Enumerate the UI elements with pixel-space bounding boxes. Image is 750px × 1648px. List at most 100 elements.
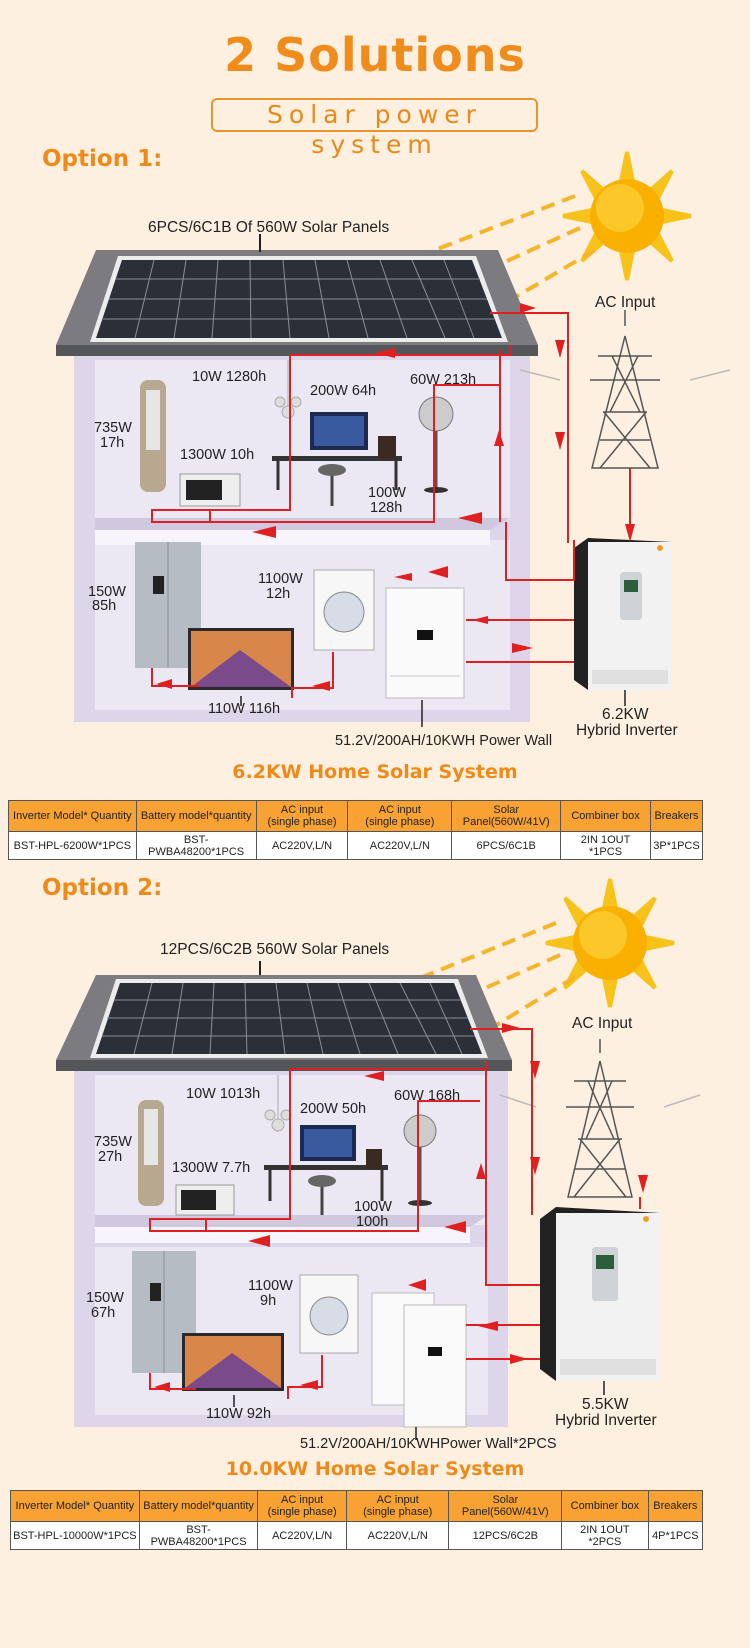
ac-input-label: AC Input [572,1015,633,1032]
aircon-tower-icon [138,1100,164,1206]
power-wall-battery [371,1292,467,1428]
table-cell: BST-HPL-6200W*1PCS [8,831,137,860]
table-cell: AC220V,L/N [257,1521,347,1550]
table-header-row: Inverter Model* Quantity Battery model*q… [8,800,704,832]
option-1-title: Option 1: [42,146,163,172]
washing-machine-icon [299,1274,359,1354]
speaker-power-label: 100W [354,1199,392,1215]
table-header-row: Inverter Model* Quantity Battery model*q… [10,1490,704,1522]
table-cell: AC220V,L/N [347,831,453,860]
table-header: Combiner box [561,1490,649,1522]
system-title-2: 10.0KW Home Solar System [225,1458,525,1480]
desk-computer-icon [264,1125,388,1215]
table-header: AC input(single phase) [255,800,349,832]
table-header: AC input(single phase) [345,1490,450,1522]
option-1-illustration [56,151,731,727]
aircon-power-label: 735W [94,1134,132,1150]
table-cell: 6PCS/6C1B [451,831,562,860]
inverter-name-label: Hybrid Inverter [576,722,678,739]
table-header: Solar Panel(560W/41V) [448,1490,563,1522]
microwave-label: 1300W 7.7h [172,1160,251,1176]
microwave-icon [175,1184,235,1216]
table-cell: 12PCS/6C2B [448,1521,563,1550]
speaker-hours-label: 128h [370,500,403,516]
inverter-power-label: 6.2KW [602,706,649,723]
inverter-name-label: Hybrid Inverter [555,1412,657,1429]
speaker-power-label: 100W [368,485,406,501]
table-row: BST-HPL-10000W*1PCS BST-PWBA48200*1PCS A… [10,1521,704,1550]
microwave-label: 1300W 10h [180,447,255,463]
hybrid-inverter-device [574,538,672,690]
sun-icon [562,151,692,281]
table-cell: AC220V,L/N [255,831,349,860]
fridge-hours-label: 85h [92,598,117,614]
washer-power-label: 1100W [258,571,303,587]
option-2-scene: 12PCS/6C2B 560W Solar Panels AC Input 10… [0,875,750,1455]
washer-hours-label: 9h [260,1293,277,1309]
page-title: 2 Solutions [224,28,526,82]
table-header: Solar Panel(560W/41V) [451,800,562,832]
option-2-illustration [56,878,701,1440]
table-cell: 2IN 1OUT *1PCS [560,831,651,860]
table-header: Battery model*quantity [138,1490,259,1522]
tv-label: 110W 116h [208,701,281,717]
ceiling-lamp-icon [264,1075,292,1132]
speaker-hours-label: 100h [356,1214,389,1230]
microwave-icon [179,473,241,507]
aircon-hours-label: 27h [98,1149,123,1165]
computer-label: 200W 64h [310,383,377,399]
computer-label: 200W 50h [300,1101,367,1117]
subtitle-box: Solar power system [211,98,538,159]
tv-icon [182,1333,284,1391]
solar-panel-array [90,256,508,342]
table-cell: BST-PWBA48200*1PCS [138,1521,259,1550]
fridge-power-label: 150W [88,584,126,600]
tv-icon [188,628,294,690]
power-tower-icon [499,1039,701,1198]
table-header: AC input(single phase) [347,800,453,832]
washer-power-label: 1100W [248,1278,293,1294]
table-cell: 2IN 1OUT *2PCS [561,1521,649,1550]
desk-computer-icon [272,412,402,506]
sun-icon [545,878,675,1008]
fridge-power-label: 150W [86,1290,124,1306]
power-tower-icon [519,310,731,469]
battery-label: 51.2V/200AH/10KWH Power Wall [335,733,553,749]
table-row: BST-HPL-6200W*1PCS BST-PWBA48200*1PCS AC… [8,831,704,860]
panels-label: 6PCS/6C1B Of 560W Solar Panels [148,219,390,236]
table-header: Battery model*quantity [135,800,257,832]
table-header: AC input(single phase) [257,1490,347,1522]
tv-label: 110W 92h [206,1406,272,1422]
table-cell: BST-HPL-10000W*1PCS [10,1521,140,1550]
table-cell: 4P*1PCS [647,1521,704,1550]
hybrid-inverter-device [540,1207,660,1381]
table-header: Inverter Model* Quantity [10,1490,140,1522]
washer-hours-label: 12h [266,586,291,602]
table-header: Breakers [649,800,704,832]
stand-fan-icon [418,396,454,493]
table-header: Breakers [647,1490,704,1522]
aircon-power-label: 735W [94,420,132,436]
aircon-hours-label: 17h [100,435,125,451]
table-cell: BST-PWBA48200*1PCS [135,831,257,860]
ac-input-label: AC Input [595,294,656,311]
power-wall-battery [385,587,465,699]
fan-label: 60W 168h [394,1088,461,1104]
table-cell: AC220V,L/N [345,1521,450,1550]
panels-label: 12PCS/6C2B 560W Solar Panels [160,941,390,958]
light-label: 10W 1280h [192,369,267,385]
inverter-power-label: 5.5KW [582,1396,629,1413]
battery-label: 51.2V/200AH/10KWHPower Wall*2PCS [300,1436,557,1452]
fridge-hours-label: 67h [91,1305,116,1321]
option-1-scene: 6PCS/6C1B Of 560W Solar Panels AC Input … [0,150,750,760]
table-header: Inverter Model* Quantity [8,800,137,832]
option-2-title: Option 2: [42,875,163,901]
spec-table-1: Inverter Model* Quantity Battery model*q… [8,800,704,860]
spec-table-2: Inverter Model* Quantity Battery model*q… [10,1490,704,1550]
table-cell: 3P*1PCS [649,831,704,860]
light-label: 10W 1013h [186,1086,261,1102]
washing-machine-icon [313,569,375,651]
system-title-1: 6.2KW Home Solar System [232,761,518,783]
fan-label: 60W 213h [410,372,477,388]
stand-fan-icon [403,1114,437,1206]
